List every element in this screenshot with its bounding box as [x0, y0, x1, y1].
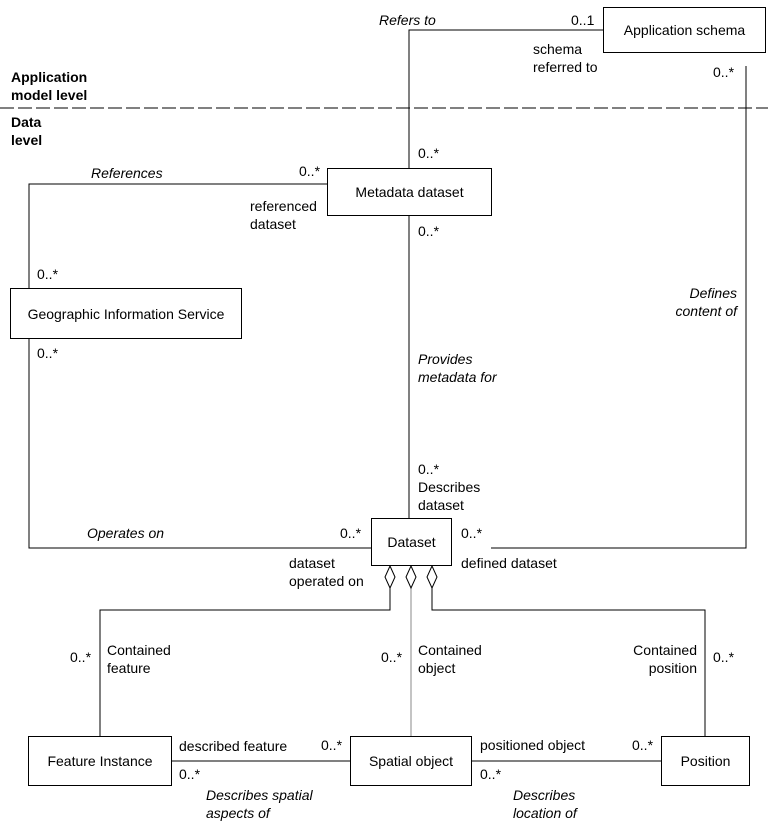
- defines-content-label-line1: Defines: [689, 285, 737, 301]
- provides-metadata-label-line2: metadata for: [418, 369, 497, 385]
- describes-location-label-line2: location of: [513, 805, 577, 821]
- contained-feature-role-line2: feature: [107, 660, 151, 676]
- dataset-operated-on-role-line2: operated on: [289, 573, 364, 589]
- multiplicity-dataset-right: 0..*: [461, 525, 483, 541]
- schema-referred-to-role-line1: schema: [533, 41, 583, 57]
- describes-spatial-label-line1: Describes spatial: [206, 787, 313, 803]
- aggregation-diamond-object: [405, 564, 417, 590]
- multiplicity-gis-bottom: 0..*: [37, 345, 59, 361]
- referenced-dataset-role-line2: dataset: [250, 216, 296, 232]
- contained-object-role-line2: object: [418, 660, 456, 676]
- operates-on-line: [28, 339, 371, 549]
- describes-location-label-line1: Describes: [513, 787, 576, 803]
- data-level-label-line1: Data: [11, 114, 42, 130]
- positioned-object-role: positioned object: [480, 737, 586, 753]
- defines-content-label-line2: content of: [675, 303, 738, 319]
- multiplicity-metadata-references: 0..*: [299, 163, 321, 179]
- multiplicity-gis-top: 0..*: [37, 266, 59, 282]
- multiplicity-object-contained: 0..*: [381, 649, 403, 665]
- contained-position-role-line2: position: [648, 660, 697, 676]
- multiplicity-dataset-top: 0..*: [418, 461, 440, 477]
- application-model-level-label-line1: Application: [11, 69, 88, 85]
- contained-position-line: [431, 588, 706, 736]
- application-model-level-label-line2: model level: [11, 87, 88, 103]
- defines-content-line: [491, 66, 747, 549]
- application-schema-box[interactable]: Application schema: [603, 7, 766, 53]
- position-box[interactable]: Position: [661, 736, 750, 786]
- aggregation-diamond-feature: [384, 564, 396, 590]
- provides-metadata-label-line1: Provides: [418, 351, 473, 367]
- describes-dataset-role-line1: Describes: [418, 479, 481, 495]
- references-line: [28, 183, 327, 288]
- metadata-dataset-box[interactable]: Metadata dataset: [327, 168, 492, 216]
- multiplicity-spatial-left: 0..*: [321, 737, 343, 753]
- multiplicity-position-contained: 0..*: [713, 649, 735, 665]
- data-level-label-line2: level: [11, 132, 43, 148]
- multiplicity-spatial-right: 0..*: [480, 766, 502, 782]
- multiplicity-schema-defines: 0..*: [713, 64, 735, 80]
- described-feature-role: described feature: [179, 738, 288, 754]
- contained-position-role-line1: Contained: [633, 642, 697, 658]
- aggregation-diamond-position: [426, 564, 438, 590]
- operates-on-label: Operates on: [87, 525, 165, 541]
- spatial-object-box[interactable]: Spatial object: [350, 736, 472, 786]
- multiplicity-feature-describes: 0..*: [179, 766, 201, 782]
- contained-object-role-line1: Contained: [418, 642, 482, 658]
- schema-referred-to-role-line2: referred to: [533, 59, 598, 75]
- describes-spatial-label-line2: aspects of: [206, 805, 270, 821]
- dataset-box[interactable]: Dataset: [371, 518, 452, 566]
- feature-instance-box[interactable]: Feature Instance: [28, 736, 172, 786]
- multiplicity-metadata-top: 0..*: [418, 145, 440, 161]
- multiplicity-schema-refers: 0..1: [571, 12, 595, 28]
- references-label: References: [91, 165, 163, 181]
- multiplicity-feature-contained: 0..*: [70, 649, 92, 665]
- dataset-operated-on-role-line1: dataset: [289, 555, 335, 571]
- contained-feature-line: [99, 588, 391, 736]
- describes-dataset-role-line2: dataset: [418, 497, 464, 513]
- referenced-dataset-role-line1: referenced: [250, 198, 317, 214]
- refers-to-line: [408, 29, 603, 168]
- multiplicity-metadata-bottom: 0..*: [418, 223, 440, 239]
- multiplicity-position-left: 0..*: [632, 737, 654, 753]
- multiplicity-dataset-left: 0..*: [340, 525, 362, 541]
- geographic-information-service-box[interactable]: Geographic Information Service: [10, 288, 242, 339]
- refers-to-label: Refers to: [379, 12, 436, 28]
- contained-feature-role-line1: Contained: [107, 642, 171, 658]
- defined-dataset-role: defined dataset: [461, 555, 557, 571]
